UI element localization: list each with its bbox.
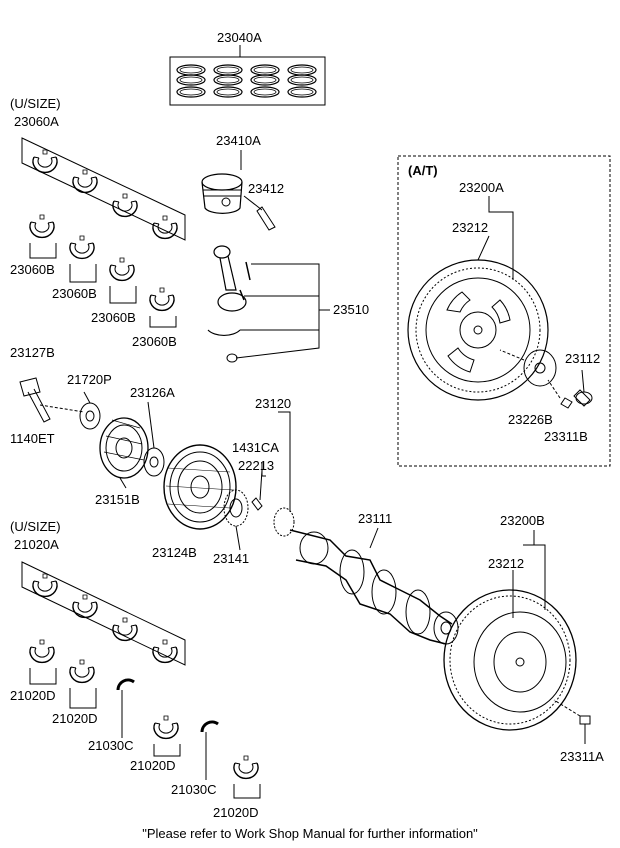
part-label-23040A: 23040A — [217, 30, 262, 45]
part-label-1140ET: 1140ET — [10, 431, 55, 446]
part-label-23212-bottom: 23212 — [488, 556, 525, 571]
part-label-23200B: 23200B — [500, 513, 545, 528]
part-label-23200A: 23200A — [459, 180, 504, 195]
part-label-21020D-1: 21020D — [10, 688, 56, 703]
piston-assembly — [201, 150, 276, 231]
part-label-23120: 23120 — [255, 396, 292, 411]
main-bearing-shells-23060B — [29, 214, 177, 328]
part-label-23410A: 23410A — [216, 133, 261, 148]
connecting-rod — [207, 245, 330, 363]
thrust-washers — [116, 678, 219, 780]
part-label-22213: 22213 — [238, 458, 275, 473]
part-label-21020D-3: 21020D — [130, 758, 176, 773]
main-bearing-set-lower — [21, 561, 186, 666]
part-label-23151B: 23151B — [95, 492, 140, 507]
part-label-23060B-4: 23060B — [132, 334, 177, 349]
part-label-23212-top: 23212 — [452, 220, 489, 235]
part-label-21020A: 21020A — [14, 537, 59, 552]
part-label-23060B-3: 23060B — [91, 310, 136, 325]
crankshaft — [273, 411, 459, 645]
part-label-23141: 23141 — [213, 551, 250, 566]
part-label-23112: 23112 — [565, 351, 601, 366]
crankshaft-damper — [163, 444, 266, 551]
part-label-21030C-2: 21030C — [171, 782, 217, 797]
part-label-23226B: 23226B — [508, 412, 553, 427]
part-label-21720P: 21720P — [67, 372, 112, 387]
piston-ring-set — [169, 45, 326, 106]
pulley-group — [19, 377, 165, 489]
footer-note: "Please refer to Work Shop Manual for fu… — [142, 826, 478, 841]
automatic-transmission-group — [397, 155, 611, 467]
part-label-23124B: 23124B — [152, 545, 197, 560]
part-label-23060B-1: 23060B — [10, 262, 55, 277]
part-label-23111: 23111 — [358, 511, 393, 526]
part-label-21030C-1: 21030C — [88, 738, 134, 753]
part-label-23127B: 23127B — [10, 345, 55, 360]
part-label-21020D-4: 21020D — [213, 805, 259, 820]
usize-label-bottom: (U/SIZE) — [10, 519, 61, 534]
usize-label-top: (U/SIZE) — [10, 96, 61, 111]
at-label: (A/T) — [408, 163, 438, 178]
main-bearing-set-upper — [21, 137, 186, 241]
part-label-23311B: 23311B — [544, 429, 588, 444]
part-label-1431CA: 1431CA — [232, 440, 279, 455]
main-bearing-shells-21020D — [29, 639, 261, 799]
part-label-23510: 23510 — [333, 302, 370, 317]
part-label-23060A: 23060A — [14, 114, 59, 129]
part-label-23126A: 23126A — [130, 385, 175, 400]
part-label-21020D-2: 21020D — [52, 711, 98, 726]
part-label-23060B-2: 23060B — [52, 286, 97, 301]
part-label-23412: 23412 — [248, 181, 285, 196]
part-label-23311A: 23311A — [560, 749, 604, 764]
flywheel — [443, 530, 591, 744]
